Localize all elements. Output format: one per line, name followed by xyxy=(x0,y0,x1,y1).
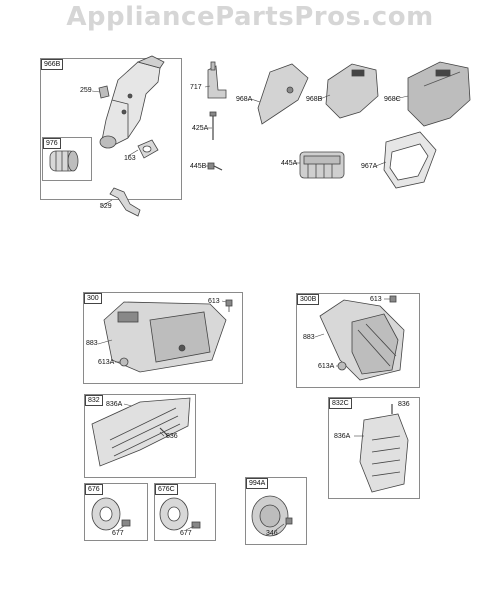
tag-676c: 676C xyxy=(155,484,178,495)
tag-966b: 966B xyxy=(41,59,64,70)
bracket-717-part xyxy=(207,61,227,99)
label-613a-300: 613A xyxy=(98,359,115,366)
label-529: 529 xyxy=(100,203,112,210)
group-832c-frame xyxy=(328,397,420,499)
group-966b-frame xyxy=(40,58,182,200)
group-676-frame xyxy=(84,483,148,541)
tag-994a: 994A xyxy=(246,478,269,489)
gasket-163-part xyxy=(137,139,159,159)
label-677-676: 677 xyxy=(112,530,124,537)
label-836a-832: 836A xyxy=(106,401,123,408)
screw-836-832-part xyxy=(159,427,169,437)
nut-613a-300-part xyxy=(119,357,129,367)
label-613a-300b: 613A xyxy=(318,363,335,370)
flange-676-part xyxy=(91,497,131,531)
tube-529-part xyxy=(109,187,141,217)
tag-676: 676 xyxy=(85,484,103,495)
group-832-frame xyxy=(84,394,196,478)
label-967a: 967A xyxy=(361,163,378,170)
filter-976-part xyxy=(49,150,79,172)
bolt-613-300b-part xyxy=(389,295,397,303)
label-968a: 968A xyxy=(236,96,253,103)
label-836-832: 836 xyxy=(166,433,178,440)
cover-968b-part xyxy=(325,63,379,119)
label-677-676c: 677 xyxy=(180,530,192,537)
flange-676c-part xyxy=(159,497,201,531)
shield-832c-part xyxy=(359,413,409,493)
group-976-frame xyxy=(42,137,92,181)
label-968b: 968B xyxy=(306,96,323,103)
label-613-300b: 613 xyxy=(370,296,382,303)
shield-832-part xyxy=(91,397,191,467)
label-445b: 445B xyxy=(190,163,207,170)
label-346: 346 xyxy=(266,530,278,537)
cover-968c-part xyxy=(407,61,471,127)
clip-259-part xyxy=(98,85,110,99)
group-676c-frame xyxy=(154,483,216,541)
label-259: 259 xyxy=(80,87,92,94)
leader-lines xyxy=(91,85,409,531)
tag-832c: 832C xyxy=(329,398,352,409)
screw-425a-part xyxy=(209,111,217,140)
screw-445b-part xyxy=(207,162,223,171)
label-883-300b: 883 xyxy=(303,334,315,341)
tag-300b: 300B xyxy=(297,294,320,305)
label-425a: 425A xyxy=(192,125,209,132)
group-994a-frame xyxy=(245,477,307,545)
tag-832: 832 xyxy=(85,395,103,406)
muffler-300b-part xyxy=(319,299,405,381)
label-836a-832c: 836A xyxy=(334,433,351,440)
group-300-frame xyxy=(83,292,243,384)
label-836-832c: 836 xyxy=(398,401,410,408)
precleaner-967a-part xyxy=(383,131,437,189)
watermark-logo: AppliancePartsPros.com xyxy=(66,2,434,32)
nut-613a-300b-part xyxy=(337,361,347,371)
screen-994a-part xyxy=(251,495,293,537)
label-613-300: 613 xyxy=(208,298,220,305)
label-883-300: 883 xyxy=(86,340,98,347)
label-968c: 968C xyxy=(384,96,401,103)
label-445a: 445A xyxy=(281,160,298,167)
filter-445a-part xyxy=(299,151,345,179)
group-300b-frame xyxy=(296,293,420,388)
air-intake-duct-part xyxy=(99,55,165,149)
label-717: 717 xyxy=(190,84,202,91)
bolt-613-300-part xyxy=(225,299,233,312)
label-163: 163 xyxy=(124,155,136,162)
tag-976: 976 xyxy=(43,138,61,149)
tag-300: 300 xyxy=(84,293,102,304)
cover-968a-part xyxy=(257,63,309,125)
